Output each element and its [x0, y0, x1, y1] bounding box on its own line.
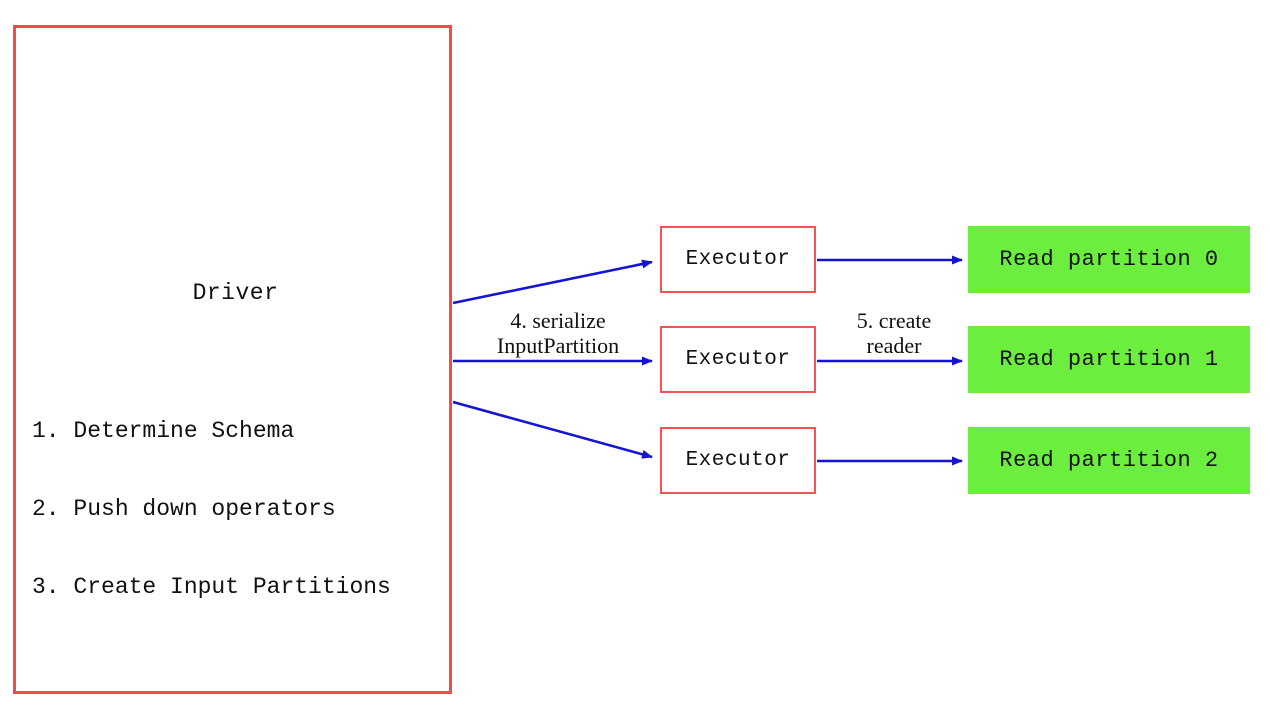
partition-label-2: Read partition 2 — [999, 448, 1219, 473]
arrow-driver-to-executor-2 — [452, 400, 653, 459]
arrow-label-serialize-line-2: InputPartition — [496, 333, 620, 358]
partition-box-1: Read partition 1 — [968, 326, 1250, 393]
partition-box-2: Read partition 2 — [968, 427, 1250, 494]
executor-label-2: Executor — [685, 449, 791, 472]
arrow-label-create-reader-line-1: 5. create — [856, 308, 932, 333]
executor-box-0: Executor — [660, 226, 816, 293]
executor-box-1: Executor — [660, 326, 816, 393]
partition-label-1: Read partition 1 — [999, 347, 1219, 372]
executor-label-0: Executor — [685, 248, 791, 271]
driver-step-1: 1. Determine Schema — [32, 418, 295, 444]
driver-title: Driver — [192, 280, 279, 306]
driver-steps-list: 1. Determine Schema 2. Push down operato… — [32, 366, 391, 652]
arrow-label-create-reader-line-2: reader — [866, 333, 922, 358]
executor-box-2: Executor — [660, 427, 816, 494]
executor-label-1: Executor — [685, 348, 791, 371]
partition-label-0: Read partition 0 — [999, 247, 1219, 272]
partition-box-0: Read partition 0 — [968, 226, 1250, 293]
arrow-label-serialize-line-1: 4. serialize — [510, 308, 606, 333]
arrow-label-create-reader: 5. create reader — [820, 308, 968, 358]
arrow-label-serialize: 4. serialize InputPartition — [458, 308, 658, 358]
arrow-driver-to-executor-0 — [452, 259, 653, 305]
driver-box: Driver 1. Determine Schema 2. Push down … — [13, 25, 452, 694]
driver-step-3: 3. Create Input Partitions — [32, 574, 391, 600]
driver-step-2: 2. Push down operators — [32, 496, 336, 522]
